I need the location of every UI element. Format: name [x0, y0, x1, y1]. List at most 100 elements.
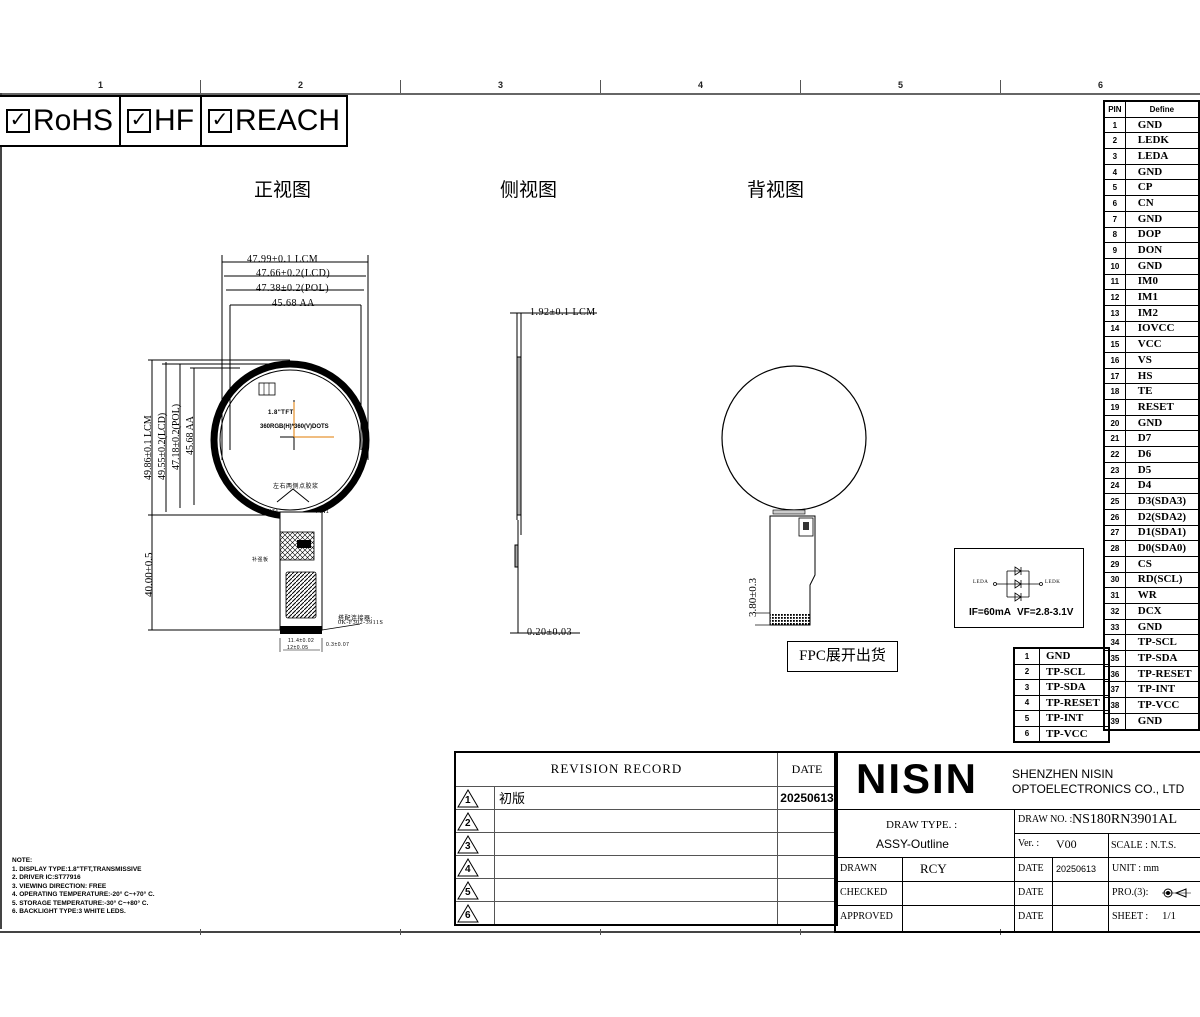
pin-number: 7 — [1103, 210, 1126, 228]
pin-define: WR — [1124, 587, 1200, 604]
revision-date — [777, 808, 838, 833]
company-name-line2: OPTOELECTRONICS CO., LTD — [1012, 782, 1185, 796]
pin-define: D7 — [1124, 430, 1200, 448]
revision-number: 4 — [465, 864, 471, 875]
pin-define: D6 — [1124, 446, 1200, 463]
pin-define: RESET — [1124, 399, 1200, 416]
revision-number: 5 — [465, 887, 471, 898]
draw-no-cell: DRAW NO. : NS180RN3901AL — [1014, 809, 1200, 834]
led-voltage: VF=2.8-3.1V — [1017, 607, 1074, 618]
divider — [1108, 857, 1109, 931]
dim-lcm-width: 47.99±0.1 LCM — [247, 254, 319, 265]
pin-define: DCX — [1124, 603, 1200, 620]
pin-define: GND — [1124, 712, 1200, 731]
side-thickness-dim: 1.92±0.1 LCM — [530, 307, 596, 318]
pin-define: GND — [1124, 414, 1200, 432]
zone-label: 2 — [298, 80, 304, 90]
note-item: 2. DRIVER IC:ST77916 — [12, 874, 81, 881]
side-view-title: 侧视图 — [500, 179, 558, 201]
pin-number: 14 — [1103, 320, 1126, 338]
pin-number: 32 — [1103, 603, 1126, 620]
zone-label: 5 — [898, 80, 904, 90]
revision-row: 3 — [454, 831, 838, 856]
tp-pin-number: 5 — [1013, 710, 1040, 727]
pin-define: TP-VCC — [1124, 697, 1200, 714]
drawn-row — [836, 857, 1200, 882]
revision-description — [494, 808, 778, 833]
shipping-note: FPC展开出货 — [787, 641, 898, 672]
note-item: 3. VIEWING DIRECTION: FREE — [12, 882, 107, 890]
scale-label: SCALE : N.T.S. — [1111, 840, 1177, 851]
fpc-dim-d: 12±0.05 — [287, 645, 309, 651]
pin-number: 18 — [1103, 383, 1126, 401]
revision-description: 初版 — [494, 785, 778, 810]
zone-divider — [200, 80, 201, 93]
revision-number: 3 — [465, 841, 471, 852]
revision-description — [494, 900, 778, 925]
divider — [902, 857, 903, 931]
revision-date — [777, 831, 838, 856]
pin-define: VCC — [1124, 336, 1200, 353]
tp-pin-number: 1 — [1013, 647, 1040, 665]
pin-number: 28 — [1103, 540, 1126, 557]
pin-number: 16 — [1103, 352, 1126, 369]
zone-divider — [600, 80, 601, 93]
pin-number: 9 — [1103, 242, 1126, 259]
tp-pin-define: TP-SCL — [1039, 663, 1110, 680]
pin-number: 21 — [1103, 430, 1126, 448]
drawn-date-value: 20250613 — [1056, 864, 1097, 874]
zone-divider — [400, 929, 401, 935]
zone-divider — [200, 929, 201, 935]
revision-date — [777, 877, 838, 902]
tp-pin-number: 4 — [1013, 694, 1040, 711]
pin-define: D2(SDA2) — [1124, 508, 1200, 526]
version-label: Ver. : — [1018, 838, 1040, 849]
led-current: IF=60mA — [969, 607, 1011, 618]
dispense-note: 左右两侧点胶浆 — [273, 484, 319, 490]
drawn-label: DRAWN — [840, 863, 877, 874]
sheet-value: 1/1 — [1162, 910, 1177, 922]
revision-row: 4 — [454, 854, 838, 879]
back-fpc-dim: 3.80±0.3 — [747, 577, 759, 617]
pin-number: 27 — [1103, 524, 1126, 542]
revision-date: 20250613 — [777, 785, 838, 810]
pin-number: 31 — [1103, 587, 1126, 604]
zone-divider — [800, 80, 801, 93]
dim-lcd-width: 47.66±0.2(LCD) — [256, 268, 331, 279]
pin-number: 13 — [1103, 304, 1126, 322]
pin-number: 5 — [1103, 179, 1126, 197]
note-item: 4. OPERATING TEMPERATURE:-20° C~+70° C. — [12, 891, 155, 898]
pin-right-label: PIN1 — [316, 509, 330, 515]
pin-define: CS — [1124, 555, 1200, 573]
pin-define: D0(SDA0) — [1124, 540, 1200, 557]
pin-number: 19 — [1103, 399, 1126, 416]
zone-divider — [600, 929, 601, 935]
draw-no-value: NS180RN3901AL — [1072, 812, 1178, 827]
pin-define: D3(SDA3) — [1124, 493, 1200, 510]
pin-number: 3 — [1103, 148, 1126, 165]
pin-define: LEDK — [1124, 132, 1200, 150]
led-schematic-icon — [993, 566, 1043, 602]
pin-number: 25 — [1103, 493, 1126, 510]
pin-number: 8 — [1103, 226, 1126, 244]
pin-define: DOP — [1124, 226, 1200, 244]
revision-description — [494, 854, 778, 879]
title-block: NISIN SHENZHEN NISIN OPTOELECTRONICS CO.… — [834, 751, 1200, 933]
pin-define: TP-RESET — [1124, 665, 1200, 683]
